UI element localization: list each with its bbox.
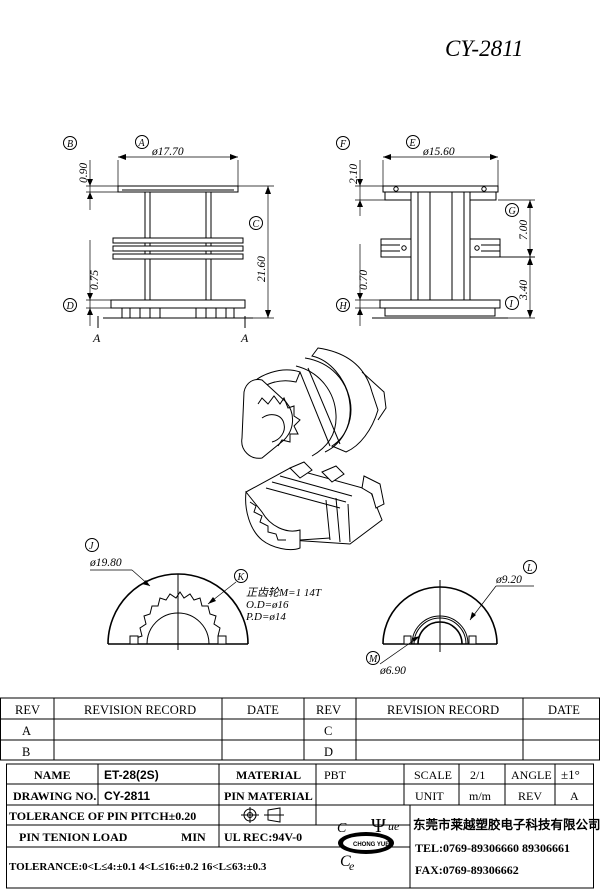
dim-g-value: 7.00	[518, 220, 530, 240]
pin-tension-min: MIN	[181, 830, 206, 844]
dimension-a: A ø17.70	[117, 135, 239, 186]
scale-value: 2/1	[470, 768, 485, 782]
rev-value: A	[570, 789, 579, 803]
rev-label: REV	[518, 789, 542, 803]
dim-j-label: J	[89, 541, 94, 552]
dim-g-label: G	[509, 206, 516, 217]
dimension-b: B 0.90	[63, 136, 118, 210]
dim-h-value: 0.70	[358, 270, 370, 290]
svg-text:C: C	[340, 853, 351, 870]
dim-k-label: K	[237, 572, 246, 583]
pin-pitch-tolerance: TOLERANCE OF PIN PITCH±0.20	[9, 809, 196, 823]
rev-header-1: REV	[15, 703, 40, 717]
company-logo: CHONG YUE C e Ψ ue C	[337, 815, 400, 873]
dim-a-label: A	[138, 138, 146, 149]
dimension-g: G 7.00	[498, 199, 535, 258]
dim-m-value: ø6.90	[379, 665, 406, 677]
dimension-k: K 正齿轮M=1 14T O.D=ø16 P.D=ø14	[207, 569, 322, 623]
svg-text:CHONG YUE: CHONG YUE	[353, 842, 389, 848]
dim-l-label: L	[526, 563, 533, 574]
svg-text:C: C	[337, 821, 347, 836]
revision-record-header-1: REVISION RECORD	[84, 703, 196, 717]
table-row-a-rev: A	[22, 724, 31, 738]
projection-symbol-icon	[241, 807, 284, 823]
dimension-e: E ø15.60	[382, 135, 499, 186]
dim-d-label: D	[66, 301, 75, 312]
dim-a-value: ø17.70	[151, 146, 184, 158]
dim-k-pd: P.D=ø14	[245, 611, 286, 623]
material-label: MATERIAL	[236, 768, 301, 782]
unit-value: m/m	[469, 789, 492, 803]
pin-tension-label: PIN TENION LOAD	[19, 830, 128, 844]
dim-e-label: E	[409, 138, 416, 149]
dim-e-value: ø15.60	[422, 146, 455, 158]
table-row-c-rev: C	[324, 724, 332, 738]
company-fax: FAX:0769-89306662	[415, 863, 519, 877]
revision-record-header-2: REVISION RECORD	[387, 703, 499, 717]
dimension-j: J ø19.80	[85, 538, 151, 587]
title-block: NAME ET-28(2S) MATERIAL PBT SCALE 2/1 AN…	[6, 763, 600, 889]
name-value: ET-28(2S)	[104, 768, 159, 782]
svg-text:e: e	[349, 859, 355, 873]
dim-l-value: ø9.20	[495, 574, 522, 586]
dim-b-label: B	[67, 139, 73, 150]
dim-j-value: ø19.80	[89, 557, 122, 569]
dimension-h: H 0.70	[336, 244, 380, 326]
name-label: NAME	[34, 768, 71, 782]
dim-b-value: 0.90	[78, 163, 90, 183]
tolerance-text: TOLERANCE:0<L≤4:±0.1 4<L≤16:±0.2 16<L≤63…	[9, 861, 267, 873]
dimension-i: I 3.40	[500, 256, 535, 319]
dimension-m: M ø6.90	[366, 635, 421, 677]
dim-i-value: 3.40	[518, 280, 530, 301]
material-value: PBT	[324, 768, 347, 782]
pin-material-label: PIN MATERIAL	[224, 789, 313, 803]
angle-label: ANGLE	[511, 768, 552, 782]
section-mark-a-left: A	[92, 331, 101, 345]
dim-h-label: H	[339, 301, 348, 312]
front-view-left: A A	[92, 185, 253, 345]
dimension-l: L ø9.20	[469, 560, 537, 621]
dim-m-label: M	[368, 654, 378, 665]
section-mark-a-right: A	[240, 331, 249, 345]
scale-label: SCALE	[414, 768, 452, 782]
dim-k-gear: 正齿轮M=1 14T	[246, 586, 322, 599]
company-tel: TEL:0769-89306660 89306661	[415, 841, 570, 855]
date-header-2: DATE	[548, 703, 580, 717]
revision-table: REV REVISION RECORD DATE REV REVISION RE…	[0, 697, 600, 761]
dimension-f: F 2.10	[336, 136, 385, 216]
dimension-d: D 0.75	[63, 240, 111, 326]
dim-c-label: C	[253, 219, 260, 230]
dim-f-label: F	[339, 139, 347, 150]
ul-rec: UL REC:94V-0	[224, 830, 302, 844]
table-row-b-rev: B	[22, 745, 30, 759]
angle-value: ±1°	[561, 767, 580, 782]
table-row-d-rev: D	[324, 745, 333, 759]
svg-text:Ψ: Ψ	[371, 815, 386, 837]
dim-d-value: 0.75	[89, 270, 101, 290]
drawing-no-value: CY-2811	[104, 789, 150, 803]
dim-c-value: 21.60	[256, 256, 268, 282]
date-header-1: DATE	[247, 703, 279, 717]
svg-text:ue: ue	[388, 819, 400, 833]
dim-k-od: O.D=ø16	[246, 599, 289, 611]
gear-section-view	[107, 573, 249, 650]
inner-section-view	[382, 580, 498, 652]
side-view-right	[372, 185, 508, 319]
rev-header-2: REV	[316, 703, 341, 717]
isometric-bottom-half	[245, 461, 385, 551]
drawing-no-label: DRAWING NO.	[13, 789, 96, 803]
company-name: 东莞市莱越塑胶电子科技有限公司	[413, 817, 600, 832]
isometric-top-half	[241, 347, 387, 459]
dim-i-label: I	[509, 299, 514, 310]
dimension-c: C 21.60	[238, 185, 274, 319]
unit-label: UNIT	[415, 789, 444, 803]
part-number: CY-2811	[445, 36, 523, 61]
dim-f-value: 2.10	[348, 164, 360, 184]
